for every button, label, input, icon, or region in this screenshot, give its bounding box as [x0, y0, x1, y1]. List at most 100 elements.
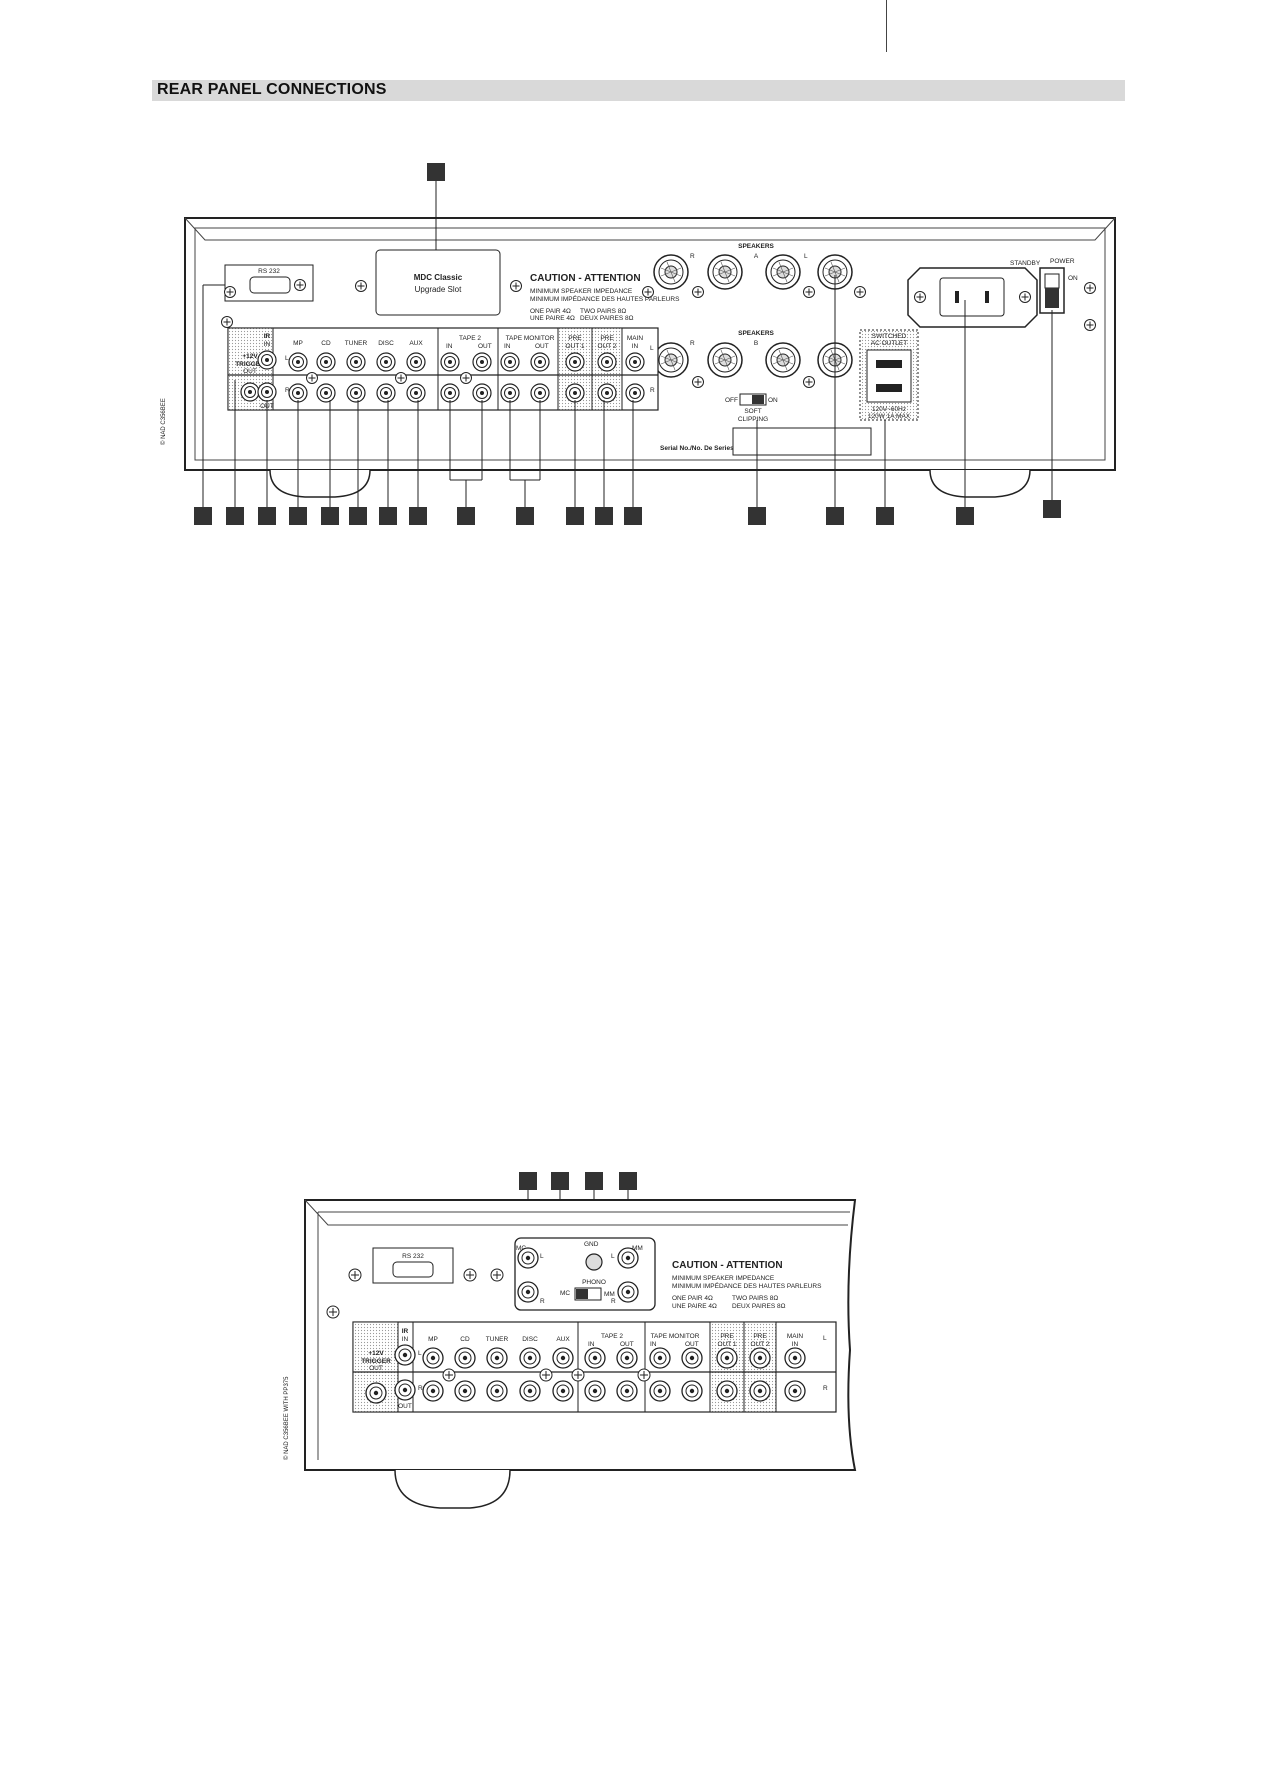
svg-text:CD: CD: [321, 340, 331, 347]
svg-text:OUT 1: OUT 1: [717, 1341, 736, 1348]
svg-text:MDC Classic: MDC Classic: [414, 273, 463, 282]
svg-text:PRE: PRE: [753, 1333, 767, 1340]
svg-text:OUT 1: OUT 1: [565, 343, 584, 350]
svg-text:OUT: OUT: [685, 1341, 699, 1348]
svg-text:MINIMUM SPEAKER IMPEDANCE: MINIMUM SPEAKER IMPEDANCE: [530, 288, 633, 295]
callout-square: [427, 163, 445, 181]
svg-text:TAPE MONITOR: TAPE MONITOR: [506, 335, 555, 342]
svg-text:© NAD C356BEE: © NAD C356BEE: [160, 398, 167, 445]
svg-text:PRE: PRE: [568, 335, 582, 342]
svg-text:IN: IN: [264, 341, 271, 348]
svg-text:OUT: OUT: [478, 343, 492, 350]
svg-text:ON: ON: [1068, 275, 1078, 282]
svg-text:POWER: POWER: [1050, 258, 1075, 265]
foot-right: [929, 469, 1031, 498]
svg-text:ONE PAIR 4Ω: ONE PAIR 4Ω: [672, 1295, 713, 1302]
svg-text:DISC: DISC: [378, 340, 394, 347]
phono-gnd-terminal: [585, 1253, 603, 1271]
svg-text:R: R: [650, 387, 655, 394]
svg-text:CAUTION - ATTENTION: CAUTION - ATTENTION: [672, 1260, 783, 1271]
caution-heading: CAUTION - ATTENTION: [530, 273, 641, 284]
svg-text:Upgrade Slot: Upgrade Slot: [415, 285, 462, 294]
svg-text:AC OUTLET: AC OUTLET: [871, 340, 908, 347]
svg-text:CLIPPING: CLIPPING: [738, 416, 768, 423]
svg-text:OUT: OUT: [398, 1403, 412, 1410]
svg-text:TRIGGER: TRIGGER: [235, 361, 265, 368]
svg-text:TWO PAIRS 8Ω: TWO PAIRS 8Ω: [732, 1295, 778, 1302]
section-title: REAR PANEL CONNECTIONS: [157, 81, 387, 98]
svg-text:ONE PAIR 4Ω: ONE PAIR 4Ω: [530, 308, 571, 315]
svg-text:MC: MC: [516, 1245, 526, 1252]
svg-text:TAPE 2: TAPE 2: [459, 335, 481, 342]
svg-text:PRE: PRE: [720, 1333, 734, 1340]
svg-text:B: B: [754, 340, 758, 347]
svg-text:MM: MM: [632, 1245, 643, 1252]
svg-text:IN: IN: [650, 1341, 657, 1348]
svg-text:OUT: OUT: [369, 1365, 383, 1372]
phono-mm-r-jack: [617, 1281, 639, 1303]
svg-text:OUT 2: OUT 2: [597, 343, 616, 350]
svg-text:120W 1A MAX: 120W 1A MAX: [868, 413, 911, 420]
foot-left: [269, 469, 371, 498]
svg-text:IN: IN: [504, 343, 511, 350]
svg-text:MM: MM: [604, 1291, 615, 1298]
svg-text:OUT: OUT: [620, 1341, 634, 1348]
phono-mc-l-jack: [517, 1247, 539, 1269]
svg-text:© NAD C356BEE WITH PP375: © NAD C356BEE WITH PP375: [283, 1376, 290, 1460]
svg-text:IN: IN: [632, 343, 639, 350]
svg-text:AUX: AUX: [556, 1336, 570, 1343]
svg-text:MINIMUM SPEAKER IMPEDANCE: MINIMUM SPEAKER IMPEDANCE: [672, 1275, 775, 1282]
svg-text:TUNER: TUNER: [345, 340, 368, 347]
svg-text:ON: ON: [768, 397, 778, 404]
svg-text:A: A: [754, 253, 759, 260]
svg-text:R: R: [690, 253, 695, 260]
svg-text:PRE: PRE: [600, 335, 614, 342]
svg-text:TRIGGER: TRIGGER: [361, 1358, 391, 1365]
svg-text:R: R: [823, 1385, 828, 1392]
svg-text:L: L: [823, 1335, 827, 1342]
svg-text:STANDBY: STANDBY: [1010, 260, 1041, 267]
svg-text:UNE PAIRE 4Ω: UNE PAIRE 4Ω: [530, 315, 575, 322]
svg-text:GND: GND: [584, 1241, 599, 1248]
svg-text:L: L: [611, 1253, 615, 1260]
svg-text:SWITCHED: SWITCHED: [872, 333, 907, 340]
svg-text:MAIN: MAIN: [787, 1333, 804, 1340]
speaker-b-post-1: [653, 342, 689, 378]
svg-text:IR: IR: [402, 1328, 409, 1335]
svg-text:R: R: [285, 387, 290, 394]
speaker-b-post-3: [765, 342, 801, 378]
svg-text:OFF: OFF: [725, 397, 738, 404]
svg-text:TWO PAIRS 8Ω: TWO PAIRS 8Ω: [580, 308, 626, 315]
svg-text:PHONO: PHONO: [582, 1279, 606, 1286]
svg-text:MP: MP: [293, 340, 303, 347]
callout-markers: [202, 275, 1053, 507]
svg-text:DEUX PAIRES 8Ω: DEUX PAIRES 8Ω: [580, 315, 634, 322]
svg-text:R: R: [540, 1298, 545, 1305]
svg-text:R: R: [611, 1298, 616, 1305]
svg-text:MAIN: MAIN: [627, 335, 644, 342]
svg-text:+12V: +12V: [242, 353, 258, 360]
svg-text:L: L: [804, 253, 808, 260]
svg-text:CD: CD: [460, 1336, 470, 1343]
svg-text:IN: IN: [402, 1336, 409, 1343]
section-header-bar: REAR PANEL CONNECTIONS: [152, 80, 1125, 101]
svg-text:IN: IN: [792, 1341, 799, 1348]
rear-panel-diagram: RS 232 MDC Classic Upgrade Slot CAUTION …: [160, 163, 1116, 525]
svg-text:L: L: [418, 1350, 422, 1357]
svg-text:TUNER: TUNER: [486, 1336, 509, 1343]
trigger-out-jack: [240, 382, 260, 402]
svg-text:R: R: [690, 340, 695, 347]
svg-text:120V~60Hz: 120V~60Hz: [872, 406, 906, 413]
svg-text:SOFT: SOFT: [744, 408, 761, 415]
svg-text:SPEAKERS: SPEAKERS: [738, 243, 774, 250]
svg-text:DISC: DISC: [522, 1336, 538, 1343]
svg-text:TAPE 2: TAPE 2: [601, 1333, 623, 1340]
svg-text:SPEAKERS: SPEAKERS: [738, 330, 774, 337]
svg-text:MINIMUM IMPÉDANCE DES HAUTES P: MINIMUM IMPÉDANCE DES HAUTES PARLEURS: [530, 294, 680, 303]
ir-out-jack: [257, 382, 277, 402]
svg-text:Serial No./No. De Series: Serial No./No. De Series: [660, 445, 734, 452]
svg-text:MC: MC: [560, 1290, 570, 1297]
svg-text:OUT 2: OUT 2: [750, 1341, 769, 1348]
serial-plate: [732, 427, 872, 456]
svg-text:IR: IR: [264, 333, 271, 340]
